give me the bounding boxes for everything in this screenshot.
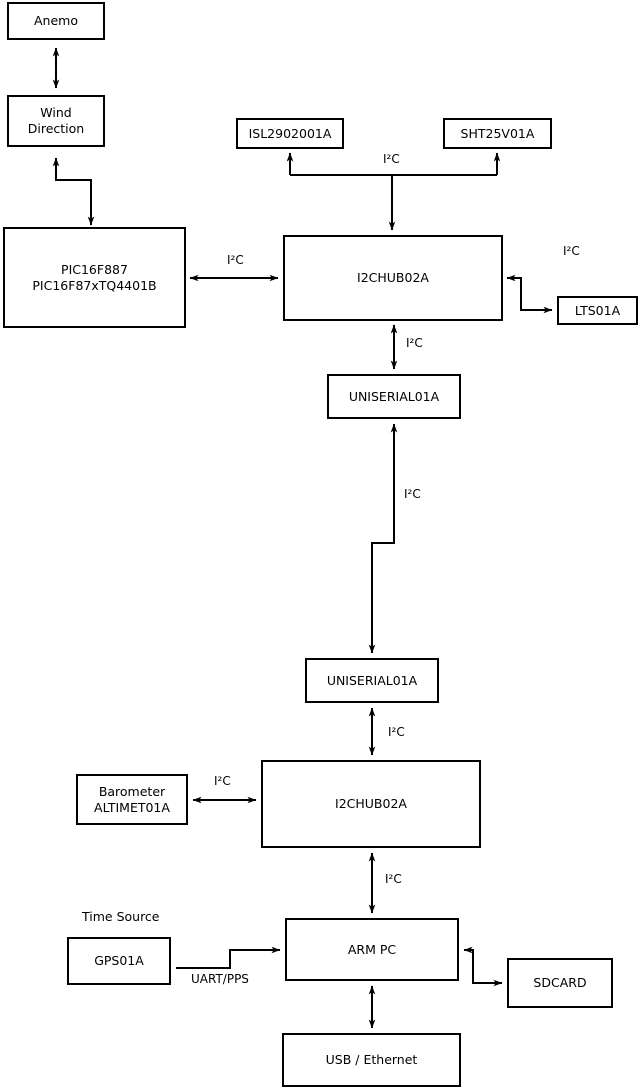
node-isl2902001a[interactable]: ISL2902001A xyxy=(236,118,344,149)
node-gps01a[interactable]: GPS01A xyxy=(67,937,171,985)
node-usb-ethernet-label: USB / Ethernet xyxy=(325,1052,418,1068)
node-sht25v01a-label: SHT25V01A xyxy=(460,125,535,141)
node-uniserial01a-bottom-label: UNISERIAL01A xyxy=(326,672,418,688)
edge-label-i2c-uniserial-uniserial: I²C xyxy=(404,487,421,501)
node-uniserial01a-top[interactable]: UNISERIAL01A xyxy=(327,374,461,419)
edge-label-i2c-hub-armpc: I²C xyxy=(385,872,402,886)
node-wind-direction[interactable]: Wind Direction xyxy=(7,95,105,147)
node-pic-mcu-label: PIC16F887 PIC16F87xTQ4401B xyxy=(32,261,157,293)
node-i2chub02a-top-label: I2CHUB02A xyxy=(357,270,429,286)
edge-gps-armpc xyxy=(176,946,281,969)
edge-label-i2c-lts: I²C xyxy=(563,244,580,258)
edge-armpc-sdcard xyxy=(463,946,503,987)
node-wind-direction-label: Wind Direction xyxy=(27,105,85,136)
node-anemo-label: Anemo xyxy=(34,13,78,29)
node-pic-mcu[interactable]: PIC16F887 PIC16F87xTQ4401B xyxy=(3,227,186,328)
label-time-source: Time Source xyxy=(82,909,160,924)
node-lts01a[interactable]: LTS01A xyxy=(557,296,638,325)
node-isl2902001a-label: ISL2902001A xyxy=(248,125,332,141)
node-usb-ethernet[interactable]: USB / Ethernet xyxy=(282,1033,461,1087)
node-uniserial01a-top-label: UNISERIAL01A xyxy=(348,388,440,404)
node-i2chub02a-bottom[interactable]: I2CHUB02A xyxy=(261,760,481,848)
node-barometer-label: Barometer ALTIMET01A xyxy=(94,783,170,815)
node-barometer[interactable]: Barometer ALTIMET01A xyxy=(76,774,188,825)
node-sht25v01a[interactable]: SHT25V01A xyxy=(443,118,552,149)
edge-pic-wind xyxy=(52,157,95,226)
node-sdcard-label: SDCARD xyxy=(533,975,587,991)
node-anemo[interactable]: Anemo xyxy=(7,2,105,40)
node-sdcard[interactable]: SDCARD xyxy=(507,958,613,1008)
edge-label-uart-pps: UART/PPS xyxy=(191,972,249,986)
node-uniserial01a-bottom[interactable]: UNISERIAL01A xyxy=(305,658,439,703)
node-i2chub02a-top[interactable]: I2CHUB02A xyxy=(283,235,503,321)
edge-unitop-unibot xyxy=(368,423,398,654)
node-i2chub02a-bottom-label: I2CHUB02A xyxy=(335,796,407,812)
edge-label-i2c-barometer: I²C xyxy=(214,774,231,788)
edge-label-i2c-uniserial-hub: I²C xyxy=(388,725,405,739)
edge-label-i2c-sensors: I²C xyxy=(383,152,400,166)
node-arm-pc-label: ARM PC xyxy=(347,941,397,957)
node-gps01a-label: GPS01A xyxy=(94,953,144,969)
edge-label-i2c-pic-hub: I²C xyxy=(227,253,244,267)
edge-hubtop-lts xyxy=(506,274,553,314)
node-arm-pc[interactable]: ARM PC xyxy=(285,918,459,981)
node-lts01a-label: LTS01A xyxy=(574,302,621,318)
edge-label-i2c-hub-uniserial: I²C xyxy=(406,336,423,350)
